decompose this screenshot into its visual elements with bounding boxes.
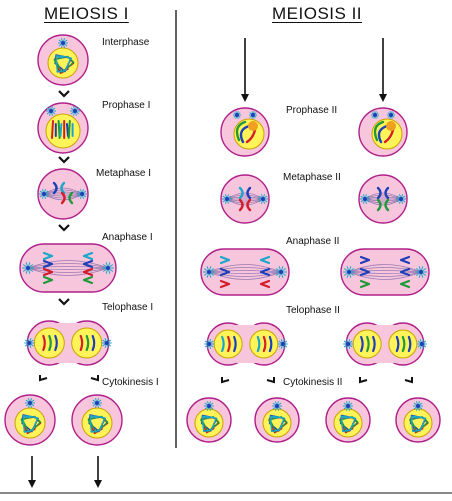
metaphase-2-cell-left — [220, 174, 270, 224]
metaphase-1-cell — [37, 168, 89, 220]
telophase-1-label: Telophase I — [102, 302, 154, 313]
anaphase-2-label: Anaphase II — [286, 236, 340, 247]
anaphase-2-cell-right — [340, 248, 430, 296]
arrow-telophase-2-left-a — [221, 377, 230, 384]
cytokinesis-2-cell-4 — [395, 397, 441, 443]
cytokinesis-1-cell-a — [4, 394, 56, 446]
meiosis-1-heading: MEIOSIS I — [44, 4, 129, 23]
cytokinesis-2-cell-3 — [325, 397, 371, 443]
cytokinesis-2-cell-2 — [254, 397, 300, 443]
anaphase-2-cell-left — [200, 248, 290, 296]
telophase-2-label: Telophase II — [286, 305, 340, 316]
cytokinesis-2-cell-1 — [186, 397, 232, 443]
meiosis-2-heading: MEIOSIS II — [272, 4, 363, 23]
interphase-label: Interphase — [102, 37, 150, 48]
arrow-interphase-prophase-1 — [58, 90, 70, 98]
arrow-telophase-1-cell-a — [39, 375, 48, 382]
cytokinesis-1-label: Cytokinesis I — [102, 377, 159, 388]
anaphase-1-label: Anaphase I — [102, 232, 153, 243]
telophase-2-cell-left — [204, 322, 288, 366]
telophase-2-cell-right — [343, 322, 427, 366]
anaphase-1-cell — [19, 243, 117, 293]
prophase-2-cell-left — [220, 107, 270, 157]
prophase-1-label: Prophase I — [102, 100, 151, 111]
prophase-2-cell-right — [358, 107, 408, 157]
prophase-1-cell — [37, 102, 89, 154]
arrow-telophase-1-cell-b — [90, 375, 99, 382]
arrow-telophase-2-right-b — [404, 377, 413, 384]
arrow-metaphase-1-anaphase-1 — [58, 224, 70, 232]
metaphase-2-cell-right — [358, 174, 408, 224]
interphase-cell — [37, 34, 89, 86]
arrow-telophase-2-right-a — [359, 377, 368, 384]
prophase-2-label: Prophase II — [286, 105, 338, 116]
arrow-prophase-1-metaphase-1 — [58, 156, 70, 164]
metaphase-2-label: Metaphase II — [283, 172, 341, 183]
telophase-1-cell — [24, 320, 112, 366]
metaphase-1-label: Metaphase I — [96, 168, 152, 179]
arrow-anaphase-1-telophase-1 — [58, 298, 70, 306]
arrow-telophase-2-left-b — [266, 377, 275, 384]
cytokinesis-2-label: Cytokinesis II — [283, 377, 343, 388]
cytokinesis-1-cell-b — [71, 394, 123, 446]
